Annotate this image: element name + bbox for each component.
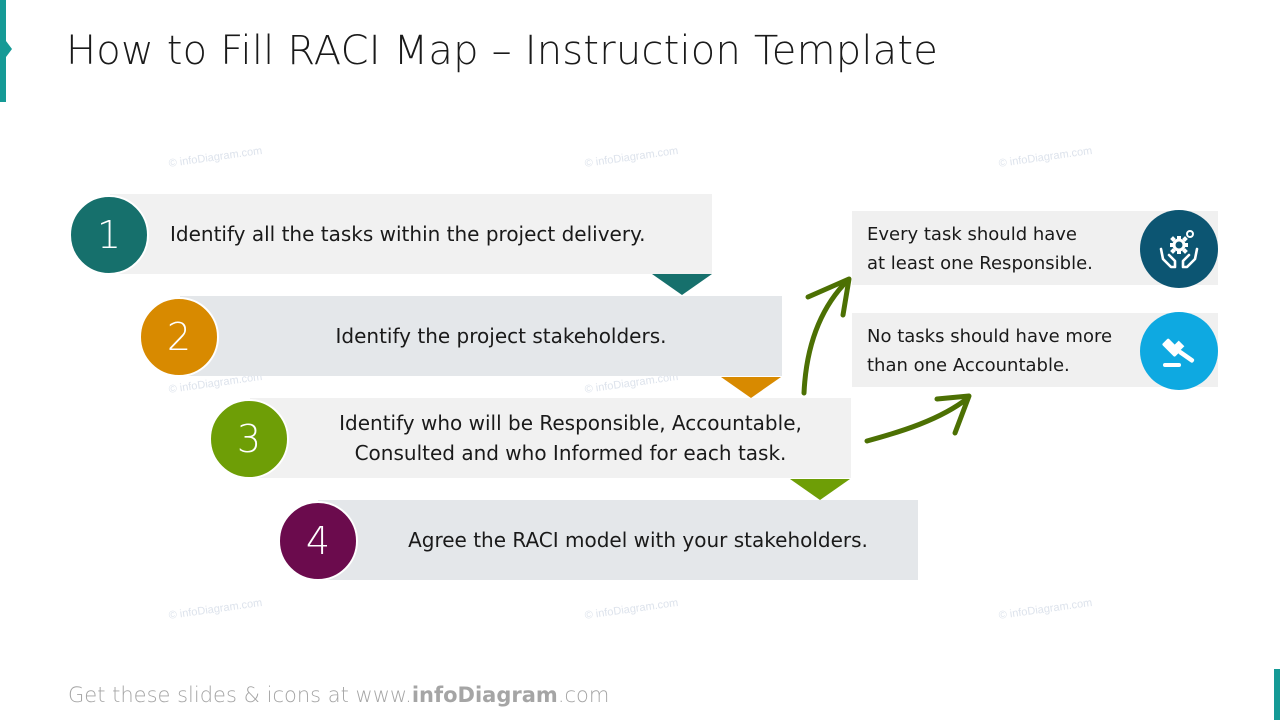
- step-1-number: 1: [96, 213, 122, 257]
- step-3-text-line-1: Identify who will be Responsible, Accoun…: [339, 411, 802, 435]
- slide-title: How to Fill RACI Map – Instruction Templ…: [66, 28, 939, 74]
- step-3-pointer: [790, 479, 850, 500]
- arrow-to-note-2: [864, 395, 971, 444]
- step-1-bar: Identify all the tasks within the projec…: [110, 194, 712, 274]
- note-responsible-line-1: Every task should have: [867, 224, 1078, 245]
- hands-gear-icon: [1159, 230, 1199, 269]
- step-2-number: 2: [166, 315, 192, 359]
- step-2-bar: Identify the project stakeholders.: [180, 296, 782, 376]
- note-accountable-line-1: No tasks should have more: [867, 326, 1113, 347]
- note-accountable: No tasks should have more than one Accou…: [852, 312, 1218, 390]
- arrow-head-2: [934, 393, 972, 436]
- footer-brand[interactable]: infoDiagram: [411, 683, 558, 707]
- step-3-bar: Identify who will be Responsible, Accoun…: [250, 398, 851, 478]
- note-responsible-line-2: at least one Responsible.: [867, 253, 1093, 274]
- step-1-number-circle: 1: [69, 195, 149, 275]
- corner-accent-bar: [1274, 669, 1280, 720]
- accent-notch: [6, 41, 12, 57]
- note-responsible: Every task should have at least one Resp…: [852, 210, 1218, 288]
- gavel-icon-circle: [1140, 312, 1218, 390]
- step-3-number: 3: [236, 417, 262, 461]
- step-3-number-circle: 3: [209, 399, 289, 479]
- footer-suffix: .com: [557, 683, 610, 707]
- note-accountable-text: No tasks should have more than one Accou…: [867, 322, 1112, 380]
- note-accountable-line-2: than one Accountable.: [867, 355, 1070, 376]
- step-4-text: Agree the RACI model with your stakehold…: [408, 528, 868, 552]
- step-1-text: Identify all the tasks within the projec…: [170, 222, 646, 246]
- hands-gear-icon-circle: [1140, 210, 1218, 288]
- step-1-pointer: [652, 274, 712, 295]
- step-3-text-line-2: Consulted and who Informed for each task…: [354, 441, 787, 465]
- step-2-text: Identify the project stakeholders.: [335, 324, 667, 348]
- footer-promo: Get these slides & icons at www.infoDiag…: [68, 683, 609, 707]
- step-2-number-circle: 2: [139, 297, 219, 377]
- step-4-number-circle: 4: [278, 501, 358, 581]
- step-4-bar: Agree the RACI model with your stakehold…: [318, 500, 918, 580]
- footer-prefix: Get these slides & icons at www.: [68, 683, 412, 707]
- arrow-head-1: [805, 276, 852, 318]
- gavel-icon: [1162, 338, 1195, 367]
- accent-bar: [0, 0, 6, 102]
- step-2-pointer: [721, 377, 781, 398]
- step-4-number: 4: [305, 519, 331, 563]
- arrow-to-note-1: [801, 277, 851, 396]
- note-responsible-text: Every task should have at least one Resp…: [867, 220, 1093, 278]
